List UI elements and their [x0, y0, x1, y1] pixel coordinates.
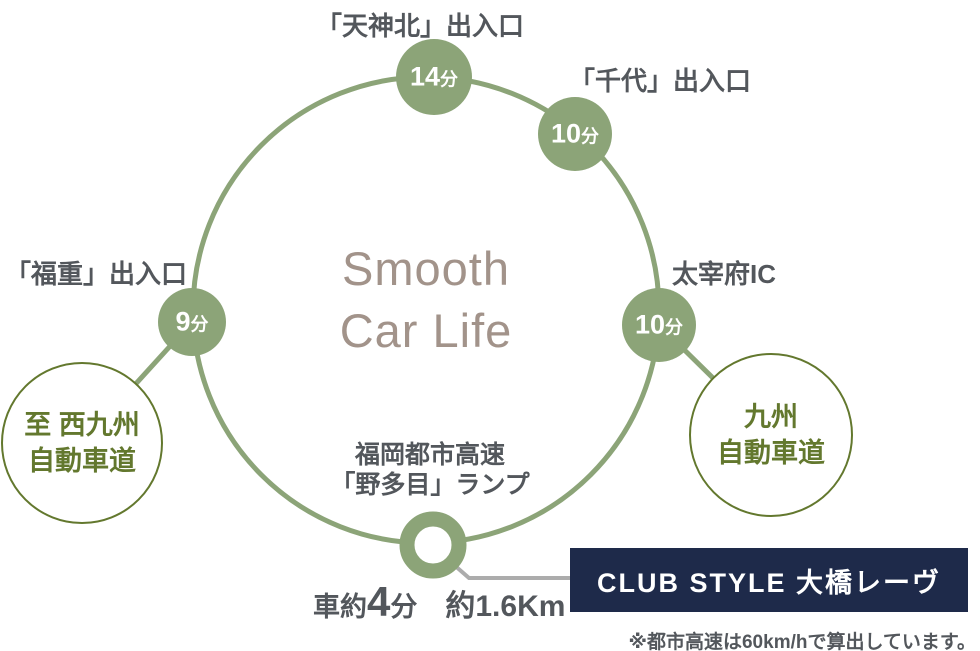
dazaifu-minutes-value: 10 — [634, 309, 666, 340]
fukushige-minutes-value: 9 — [175, 306, 191, 337]
notame-ramp-node — [399, 511, 467, 579]
center-title-line1: Smooth — [342, 242, 510, 295]
notame-label-line1: 福岡都市高速 — [354, 441, 506, 469]
chiyo-minutes: 10分 — [550, 118, 600, 149]
nishikyushu-label-line1: 至 西九州 — [24, 410, 140, 440]
center-title: Smooth Car Life — [340, 238, 513, 362]
dazaifu-node — [622, 288, 696, 362]
kyushu-label: 九州 自動車道 — [717, 399, 825, 471]
connector-notame-to-destination — [443, 555, 572, 580]
fukushige-minutes: 9分 — [175, 306, 209, 337]
kyushu-label-line1: 九州 — [744, 402, 798, 432]
tenjinkita-minutes-value: 14 — [409, 61, 441, 92]
nishikyushu-label: 至 西九州 自動車道 — [24, 407, 140, 479]
center-title-line2: Car Life — [339, 304, 513, 357]
drive-prefix: 車約 — [313, 592, 367, 622]
chiyo-label: 「千代」出入口 — [568, 66, 752, 96]
chiyo-minutes-unit: 分 — [581, 126, 600, 147]
tenjinkita-label: 「天神北」出入口 — [315, 11, 525, 41]
destination-name: CLUB STYLE 大橋レーヴ — [596, 567, 941, 598]
fukushige-minutes-unit: 分 — [190, 314, 209, 335]
dazaifu-minutes-unit: 分 — [665, 317, 684, 338]
nishikyushu-expressway-circle — [1, 362, 163, 524]
fukushige-label: 「福重」出入口 — [5, 259, 188, 289]
tenjinkita-node — [396, 39, 472, 115]
drive-minutes: 4 — [367, 578, 391, 625]
dazaifu-label: 太宰府IC — [672, 259, 777, 289]
tenjinkita-minutes-unit: 分 — [440, 69, 459, 90]
kyushu-expressway-circle — [689, 353, 853, 517]
chiyo-minutes-value: 10 — [550, 118, 582, 149]
fukushige-node — [158, 288, 226, 356]
footnote: ※都市高速は60km/hで算出しています。 — [628, 632, 976, 651]
kyushu-label-line2: 自動車道 — [717, 438, 825, 468]
dazaifu-minutes: 10分 — [634, 309, 684, 340]
tenjinkita-minutes: 14分 — [409, 61, 459, 92]
notame-label-line2: 「野多目」ランプ — [330, 471, 530, 499]
chiyo-node — [538, 97, 612, 171]
destination-box: CLUB STYLE 大橋レーヴ — [570, 548, 968, 612]
notame-label: 福岡都市高速 「野多目」ランプ — [330, 440, 529, 500]
drive-distance: 約1.6Km — [445, 590, 566, 623]
drive-unit: 分 — [390, 592, 418, 622]
nishikyushu-label-line2: 自動車道 — [27, 446, 136, 476]
